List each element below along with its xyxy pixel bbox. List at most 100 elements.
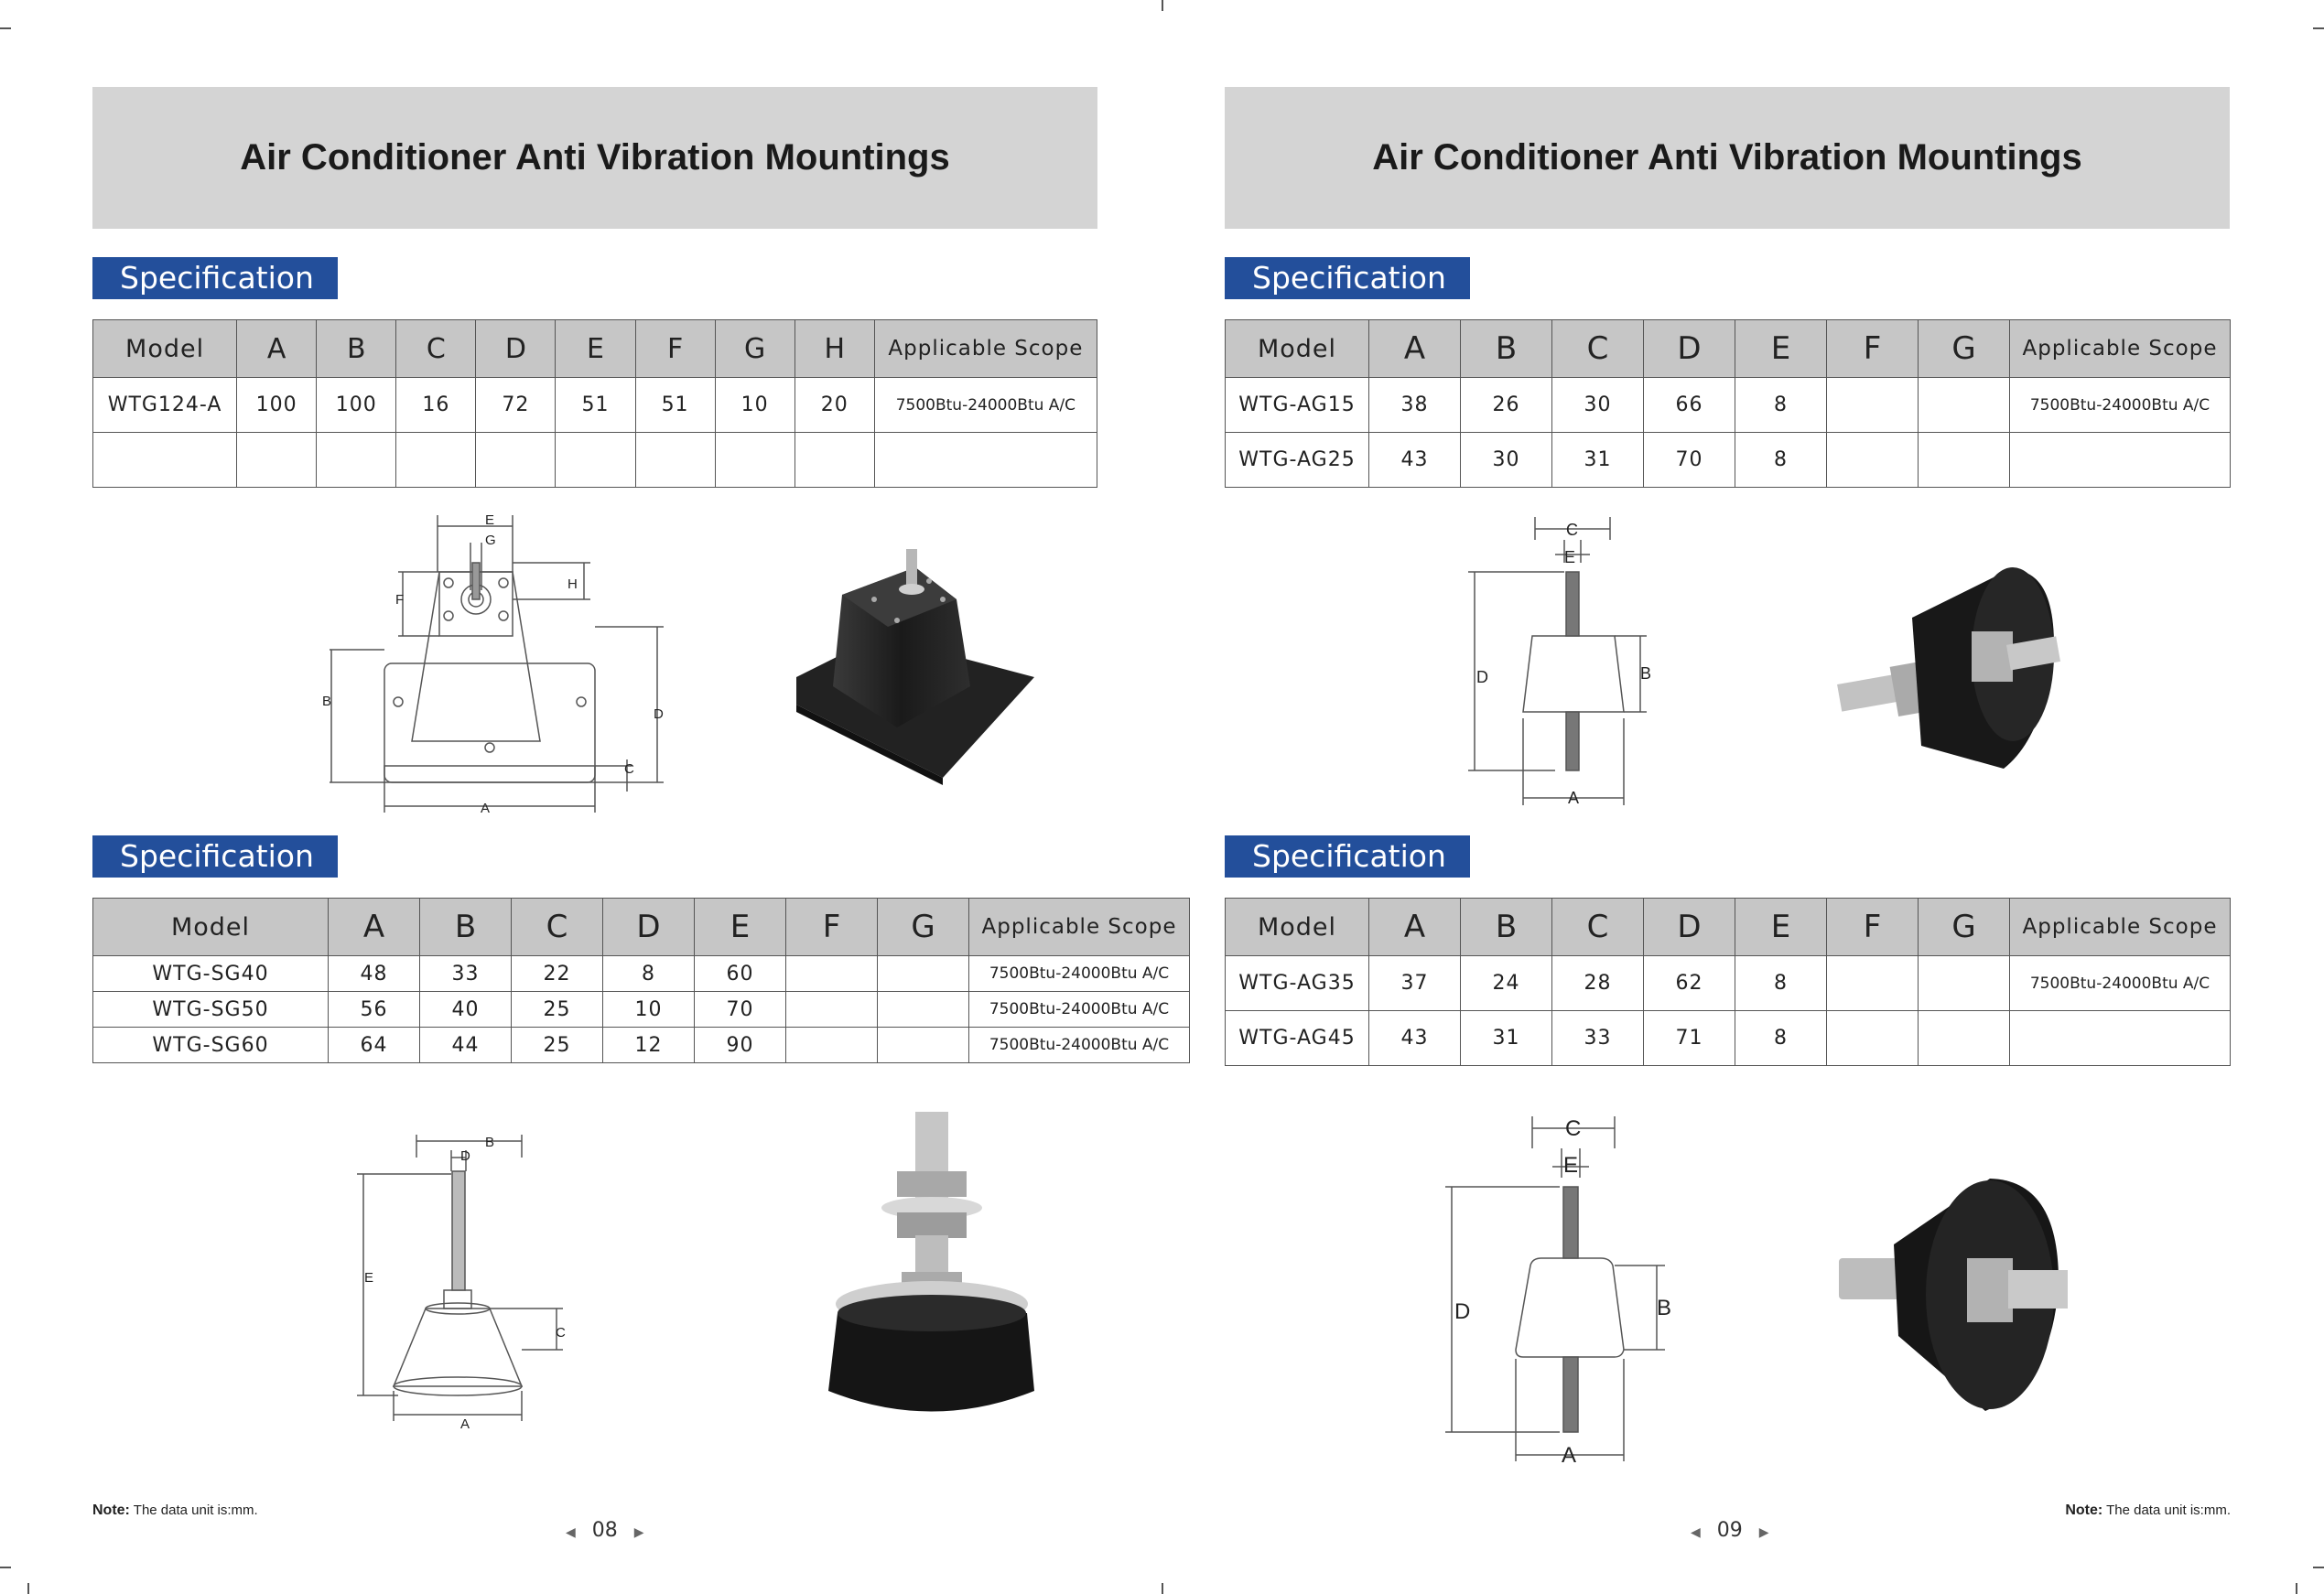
- crop-mark: [2313, 27, 2324, 29]
- page-indicator: ◀ 09 ▶: [1674, 1519, 1786, 1542]
- cell-g: [1918, 1010, 2010, 1066]
- dimension-diagram-wtg124: E G F H B D C A: [322, 512, 664, 816]
- cell-c: 22: [511, 955, 603, 992]
- cell-g: [877, 955, 969, 992]
- note-label: Note:: [92, 1502, 130, 1518]
- header-g: G: [1918, 319, 2010, 378]
- cell-g: [1918, 432, 2010, 488]
- header-b: B: [1460, 319, 1552, 378]
- crop-mark: [2313, 1567, 2324, 1568]
- specification-label: Specification: [92, 257, 338, 299]
- note-label: Note:: [2065, 1502, 2103, 1518]
- table-row: WTG-AG45 43 31 33 71 8: [1225, 1010, 2231, 1066]
- product-image-wtg-sg: [828, 1112, 1034, 1412]
- cell-scope: 7500Btu-24000Btu A/C: [873, 377, 1098, 433]
- cell-model: WTG-AG45: [1225, 1010, 1369, 1066]
- header-d: D: [1643, 319, 1735, 378]
- cell-h: 20: [794, 377, 875, 433]
- header-d: D: [602, 898, 695, 956]
- dim-label-e: E: [364, 1270, 373, 1286]
- crop-mark: [0, 27, 11, 29]
- cell-g: 10: [714, 377, 795, 433]
- note-text: The data unit is:mm.: [133, 1502, 258, 1518]
- cell-e: 8: [1735, 1010, 1827, 1066]
- spec-table-wtg-sg: Model A B C D E F G Applicable Scope WTG…: [92, 898, 1190, 1063]
- crop-mark: [1162, 1583, 1163, 1594]
- dim-label-b: B: [322, 694, 331, 709]
- cell-a: 43: [1368, 1010, 1461, 1066]
- cell-a: 38: [1368, 377, 1461, 433]
- header-a: A: [1368, 898, 1461, 956]
- cell-b: 40: [419, 991, 512, 1028]
- header-e: E: [694, 898, 786, 956]
- cell-scope: [2009, 1010, 2231, 1066]
- crop-mark: [27, 1583, 29, 1594]
- title-band: Air Conditioner Anti Vibration Mountings: [1225, 87, 2230, 229]
- table-row: WTG-AG25 43 30 31 70 8: [1225, 432, 2231, 488]
- table-row: WTG-AG15 38 26 30 66 8 7500Btu-24000Btu …: [1225, 377, 2231, 433]
- header-model: Model: [92, 898, 329, 956]
- dim-label-a: A: [1562, 1443, 1576, 1468]
- cell-scope: 7500Btu-24000Btu A/C: [968, 1027, 1190, 1063]
- table-row: WTG-AG35 37 24 28 62 8 7500Btu-24000Btu …: [1225, 955, 2231, 1011]
- crop-mark: [2296, 1583, 2297, 1594]
- table-header-row: Model A B C D E F G Applicable Scope: [1225, 319, 2231, 378]
- header-model: Model: [92, 319, 238, 378]
- dim-label-b: B: [1640, 664, 1651, 683]
- dimension-diagram-wtg-ag35: C E D B A: [1445, 1116, 1671, 1468]
- cell-e: 90: [694, 1027, 786, 1063]
- dim-label-b: B: [1657, 1296, 1671, 1320]
- cell-a: 43: [1368, 432, 1461, 488]
- cell-b: 24: [1460, 955, 1552, 1011]
- table-row: WTG-SG50 56 40 25 10 70 7500Btu-24000Btu…: [92, 991, 1190, 1028]
- table-header-row: Model A B C D E F G Applicable Scope: [1225, 898, 2231, 956]
- header-applicable-scope: Applicable Scope: [2009, 898, 2231, 956]
- note: Note: The data unit is:mm.: [2049, 1502, 2231, 1519]
- cell-d: 72: [475, 377, 557, 433]
- header-b: B: [316, 319, 397, 378]
- header-b: B: [419, 898, 512, 956]
- cell-model: WTG-AG15: [1225, 377, 1369, 433]
- cell-f: [785, 955, 878, 992]
- dim-label-c: C: [556, 1325, 566, 1341]
- cell-f: [1826, 432, 1919, 488]
- table-header-row: Model A B C D E F G H Applicable Scope: [92, 319, 1098, 378]
- triangle-right-icon[interactable]: ▶: [633, 1525, 644, 1540]
- table-row: WTG124-A 100 100 16 72 51 51 10 20 7500B…: [92, 377, 1098, 433]
- triangle-left-icon[interactable]: ◀: [1691, 1525, 1701, 1540]
- cell-b: 100: [316, 377, 397, 433]
- cell-f: [1826, 377, 1919, 433]
- dim-label-f: F: [395, 592, 404, 608]
- cell-scope: [2009, 432, 2231, 488]
- cell-model: WTG-SG50: [92, 991, 329, 1028]
- cell-e: 70: [694, 991, 786, 1028]
- header-a: A: [236, 319, 318, 378]
- specification-label: Specification: [1225, 257, 1470, 299]
- header-f: F: [1826, 319, 1919, 378]
- table-row: WTG-SG60 64 44 25 12 90 7500Btu-24000Btu…: [92, 1027, 1190, 1063]
- crop-mark: [1162, 0, 1163, 11]
- dim-label-g: G: [485, 533, 496, 548]
- dim-label-d: D: [1454, 1299, 1470, 1324]
- cell-c: 33: [1551, 1010, 1644, 1066]
- page-number: 08: [591, 1519, 618, 1542]
- dim-label-d: D: [460, 1148, 470, 1164]
- cell-e: 8: [1735, 955, 1827, 1011]
- table-row: WTG-SG40 48 33 22 8 60 7500Btu-24000Btu …: [92, 955, 1190, 992]
- specification-label: Specification: [1225, 835, 1470, 878]
- header-model: Model: [1225, 898, 1369, 956]
- header-f: F: [785, 898, 878, 956]
- cell-a: 48: [328, 955, 420, 992]
- header-h: H: [794, 319, 875, 378]
- page-number: 09: [1716, 1519, 1743, 1542]
- cell-c: 25: [511, 991, 603, 1028]
- page-08: Air Conditioner Anti Vibration Mountings…: [92, 87, 1190, 1542]
- cell-e: 8: [1735, 432, 1827, 488]
- triangle-right-icon[interactable]: ▶: [1758, 1525, 1769, 1540]
- header-a: A: [328, 898, 420, 956]
- header-d: D: [1643, 898, 1735, 956]
- page-09: Air Conditioner Anti Vibration Mountings…: [1162, 0, 2323, 1594]
- header-e: E: [1735, 898, 1827, 956]
- triangle-left-icon[interactable]: ◀: [566, 1525, 576, 1540]
- page-title: Air Conditioner Anti Vibration Mountings: [240, 137, 950, 178]
